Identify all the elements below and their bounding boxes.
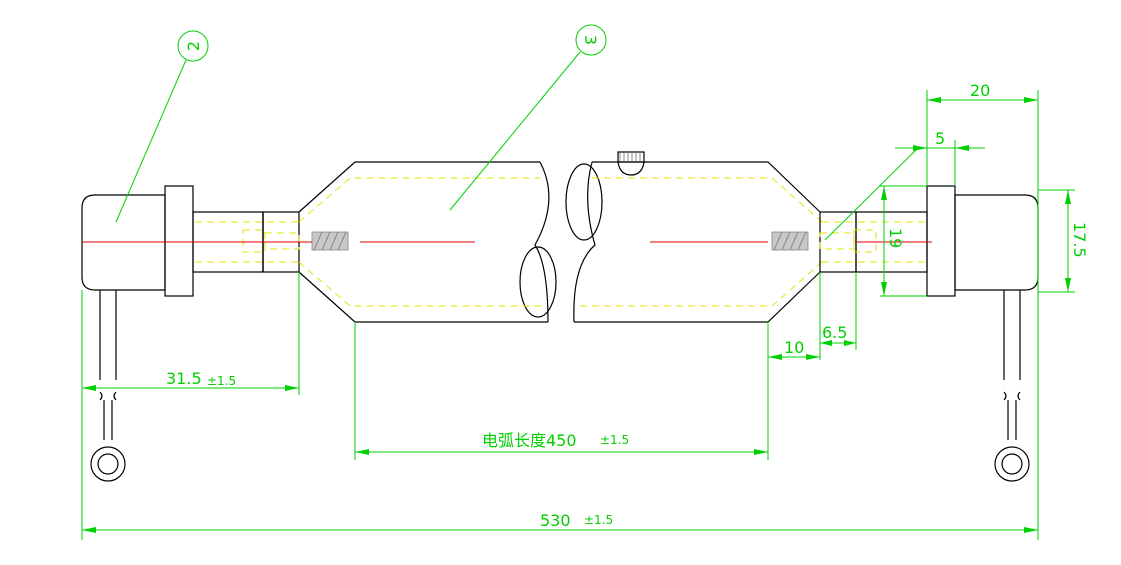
callout-3: 3 xyxy=(449,24,607,211)
right-end-cap xyxy=(819,185,1039,297)
dim-overall-length: 530 ±1.5 xyxy=(82,511,1038,533)
dim-20-value: 20 xyxy=(970,81,990,100)
dim-19-value: 19 xyxy=(886,228,905,248)
dim-530-tol: ±1.5 xyxy=(584,513,613,527)
dim-6-5: 6.5 xyxy=(820,323,856,346)
dim-10: 10 xyxy=(768,338,820,360)
right-electrode xyxy=(771,229,877,253)
dim-arc-length-label: 电弧长度450 xyxy=(482,431,577,450)
dim-arc-length-tol: ±1.5 xyxy=(600,433,629,447)
dim-5: 5 xyxy=(895,129,985,151)
dim-left-end: 31.5 ±1.5 xyxy=(82,369,299,391)
left-electrode xyxy=(242,229,349,253)
left-end-cap xyxy=(81,185,300,297)
dim-19: 19 xyxy=(881,186,905,296)
dim-31-5-tol: ±1.5 xyxy=(207,374,236,388)
dim-20: 20 xyxy=(927,81,1038,103)
left-lead-wire xyxy=(90,290,126,482)
dim-5-value: 5 xyxy=(935,129,945,148)
dim-17-5-value: 17.5 xyxy=(1070,222,1089,258)
dim-31-5-value: 31.5 xyxy=(166,369,202,388)
dim-530-value: 530 xyxy=(540,511,571,530)
dim-17-5: 17.5 xyxy=(1065,190,1089,292)
callout-2-label: 2 xyxy=(184,41,203,51)
callout-3-label: 3 xyxy=(581,35,600,45)
extension-lines xyxy=(81,90,1075,540)
dim-arc-length: 电弧长度450 ±1.5 xyxy=(355,431,768,455)
right-leader-line xyxy=(824,149,917,241)
tube-right-section xyxy=(565,151,927,323)
dim-6-5-value: 6.5 xyxy=(822,323,847,342)
dim-10-value: 10 xyxy=(784,338,804,357)
right-lead-wire xyxy=(994,290,1030,482)
callout-2: 2 xyxy=(115,30,209,223)
